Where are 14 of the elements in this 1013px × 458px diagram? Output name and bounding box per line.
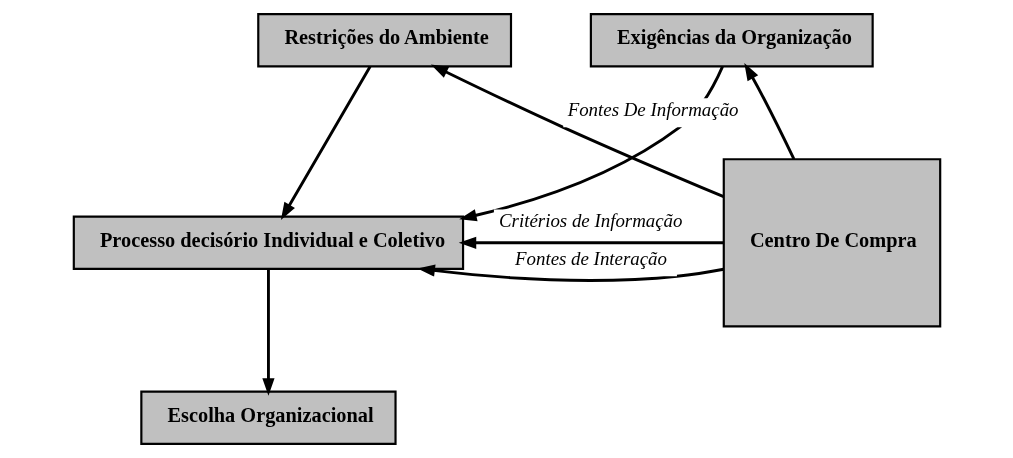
node-box: Processo decisório Individual e Coletivo <box>72 215 464 271</box>
arrow <box>458 236 723 249</box>
edge-label: Fontes de Interação <box>514 248 667 270</box>
node-box: Centro De Compra <box>722 158 941 328</box>
node-box: Restrições do Ambiente <box>256 12 512 68</box>
arrow <box>280 65 371 220</box>
node-box: Escolha Organizacional <box>139 390 397 446</box>
arrow <box>743 62 795 160</box>
edge-label: Critérios de Informação <box>498 210 683 232</box>
arrow <box>458 66 724 222</box>
arrow <box>430 64 724 199</box>
node-box: Exigências da Organização <box>589 12 874 68</box>
arrow <box>261 269 275 396</box>
edge-label: Fontes De Informação <box>567 99 739 121</box>
